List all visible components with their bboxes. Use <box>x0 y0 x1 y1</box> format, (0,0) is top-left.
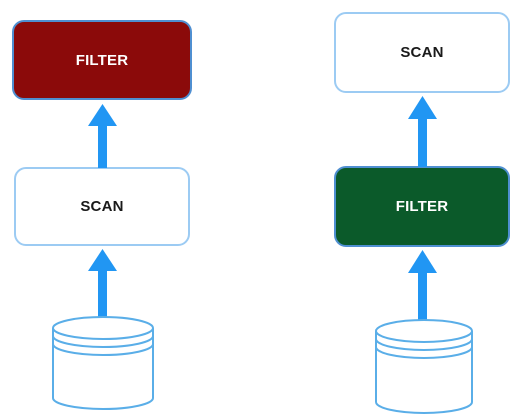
right-database-icon <box>375 319 473 414</box>
right-arrow-filter-to-scan <box>408 96 437 167</box>
left-arrow-scan-to-filter <box>88 104 117 168</box>
right-arrow-db-to-filter <box>408 250 437 321</box>
left-database-icon <box>52 316 154 410</box>
left-filter-node: FILTER <box>12 20 192 100</box>
left-arrow-db-to-scan <box>88 249 117 317</box>
right-filter-node: FILTER <box>334 166 510 247</box>
left-scan-node: SCAN <box>14 167 190 246</box>
right-scan-node: SCAN <box>334 12 510 93</box>
